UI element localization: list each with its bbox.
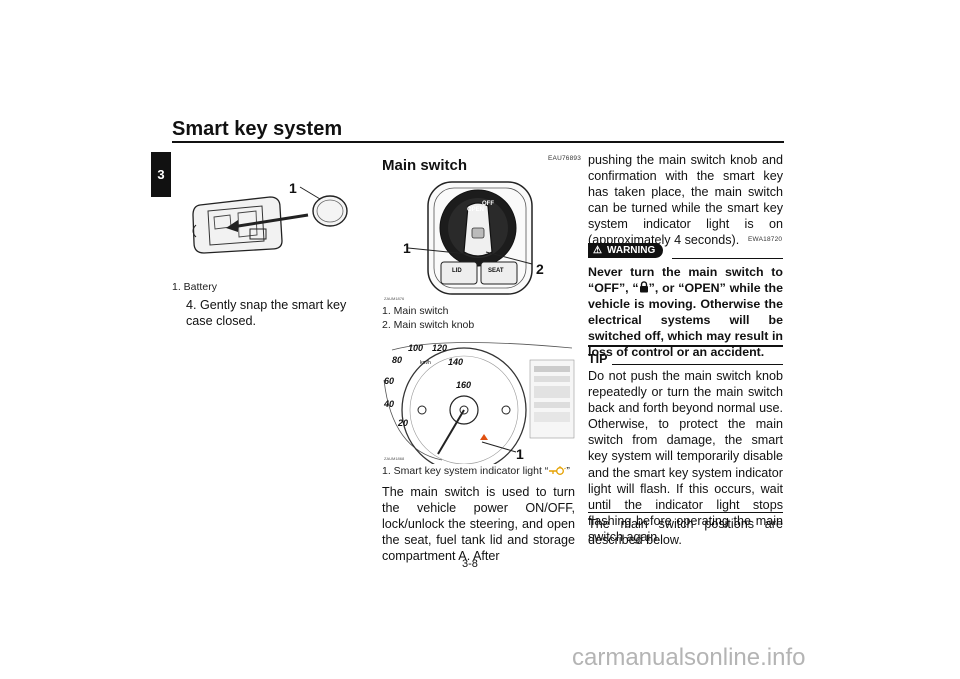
main-switch-callout-2: 2 xyxy=(536,261,544,277)
speed-tick-60: 60 xyxy=(384,376,395,386)
tip-rule-top xyxy=(612,364,783,365)
warning-triangle-icon: ⚠ xyxy=(593,245,602,256)
step-4: 4. Gently snap the smart key case closed… xyxy=(186,298,347,329)
speed-tick-80: 80 xyxy=(392,355,403,365)
warning-rule-top xyxy=(672,258,783,259)
battery-caption: 1. Battery xyxy=(172,281,217,293)
battery-figure xyxy=(190,175,370,273)
main-switch-illustration xyxy=(407,181,533,295)
smart-key-indicator-icon xyxy=(549,466,567,476)
lid-button-label: LID xyxy=(452,268,462,274)
speed-tick-120: 120 xyxy=(432,343,448,353)
meter-figure xyxy=(382,340,576,473)
main-switch-intro: The main switch is used to turn the vehi… xyxy=(382,485,575,564)
section-ref-code: EAU76893 xyxy=(548,155,582,162)
fig1-id: ZAUM1876 xyxy=(384,296,405,301)
speed-tick-160: 160 xyxy=(456,380,472,390)
warning-label: WARNING xyxy=(606,245,656,256)
tip-text: Do not push the main switch knob repeate… xyxy=(588,369,783,544)
tip-label: TIP xyxy=(588,352,608,366)
warning-badge: ⚠ WARNING xyxy=(588,243,664,258)
fig2-id: ZAUM1868 xyxy=(384,456,405,461)
main-switch-caption-1: 1. Main switch xyxy=(382,305,449,317)
speed-unit: km/h xyxy=(420,360,431,366)
indicator-caption: 1. Smart key system indicator light “ ” xyxy=(382,465,570,478)
speed-tick-20: 20 xyxy=(398,418,409,428)
smart-key-battery-illustration xyxy=(192,186,348,254)
off-label: OFF xyxy=(482,201,494,207)
warning-text-pre: Never turn the main switch to “OFF”, “ xyxy=(588,265,783,295)
warning-text-post: ”, or “OPEN” while the vehicle is moving… xyxy=(588,281,783,359)
chapter-tab: 3 xyxy=(151,152,171,197)
seat-button-label: SEAT xyxy=(488,268,504,274)
right-body-top: pushing the main switch knob and confirm… xyxy=(588,153,783,248)
main-switch-figure xyxy=(382,178,576,298)
lock-icon xyxy=(639,281,648,293)
warning-rule-bottom xyxy=(588,345,783,347)
battery-callout: 1 xyxy=(289,180,297,196)
main-switch-callout-1: 1 xyxy=(403,240,411,256)
section-title: Main switch xyxy=(382,157,468,174)
right-body-bottom: The main switch positions are described … xyxy=(588,517,783,548)
speed-tick-40: 40 xyxy=(384,399,395,409)
speed-tick-100: 100 xyxy=(408,343,424,353)
watermark: carmanualsonline.info xyxy=(572,644,806,671)
header-rule xyxy=(172,141,784,143)
open-label: OPEN xyxy=(467,207,485,213)
warning-text: Never turn the main switch to “OFF”, “”,… xyxy=(588,264,783,360)
meter-callout-1: 1 xyxy=(516,446,524,462)
tip-rule-bottom xyxy=(588,512,783,513)
main-switch-caption-2: 2. Main switch knob xyxy=(382,319,475,331)
page-title: Smart key system xyxy=(172,118,343,140)
indicator-caption-post: ” xyxy=(566,465,570,477)
speedometer-illustration xyxy=(383,342,575,473)
speed-tick-140: 140 xyxy=(448,357,464,367)
indicator-caption-pre: 1. Smart key system indicator light “ xyxy=(382,465,549,477)
page-number: 3-8 xyxy=(462,558,478,570)
warning-code: EWA18720 xyxy=(748,236,783,243)
